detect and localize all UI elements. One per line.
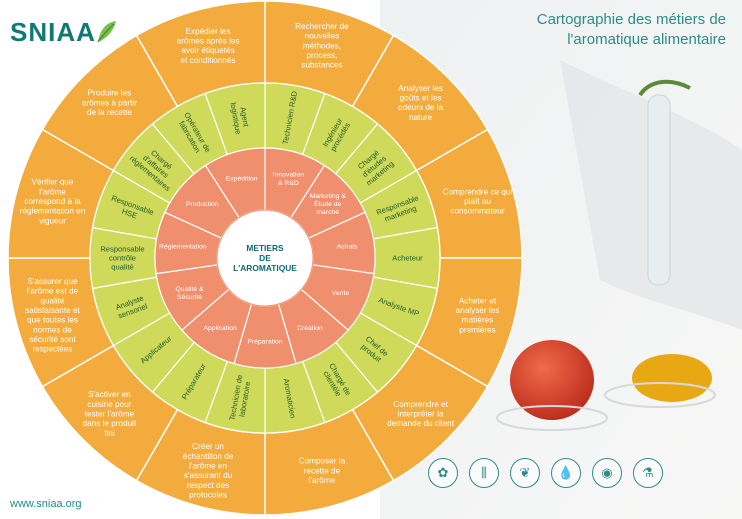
family-label: Application [203, 325, 236, 332]
page-title: Cartographie des métiers de l'aromatique… [466, 10, 726, 50]
icon-row: ✿ ⫼ ❦ 💧 ◉ ⚗ [428, 458, 663, 488]
flask-icon: ⚗ [633, 458, 663, 488]
test-tube-image [647, 94, 671, 286]
job-label: Chargéd'affairesréglementaires [128, 140, 184, 193]
family-label: Réglementation [159, 244, 207, 251]
family-label: Innovation& R&D [273, 172, 305, 187]
title-line-1: Cartographie des métiers de [536, 11, 726, 28]
tomato-image [510, 340, 594, 420]
family-label: Création [297, 325, 323, 332]
family-label: Production [186, 201, 219, 208]
leaf-icon: ❦ [510, 458, 540, 488]
leaf-logo-icon [97, 21, 116, 43]
logo-text: SNIAA [10, 16, 96, 47]
flower-icon: ✿ [428, 458, 458, 488]
family-label: Préparation [247, 338, 282, 345]
website-link[interactable]: www.sniaa.org [10, 498, 82, 510]
center-circle [216, 209, 314, 307]
job-label: Acheteur [392, 254, 423, 263]
test-tubes-icon: ⫼ [469, 458, 499, 488]
drop-icon: 💧 [551, 458, 581, 488]
family-label: Qualité &Sécurité [176, 286, 204, 301]
family-label: Expédition [226, 176, 258, 183]
family-label: Achats [337, 244, 358, 251]
sniaa-logo[interactable]: SNIAA [10, 12, 118, 52]
candy-icon: ◉ [592, 458, 622, 488]
title-line-2: l'aromatique alimentaire [567, 31, 726, 48]
family-label: Vente [332, 290, 350, 297]
corn-image [632, 354, 712, 402]
